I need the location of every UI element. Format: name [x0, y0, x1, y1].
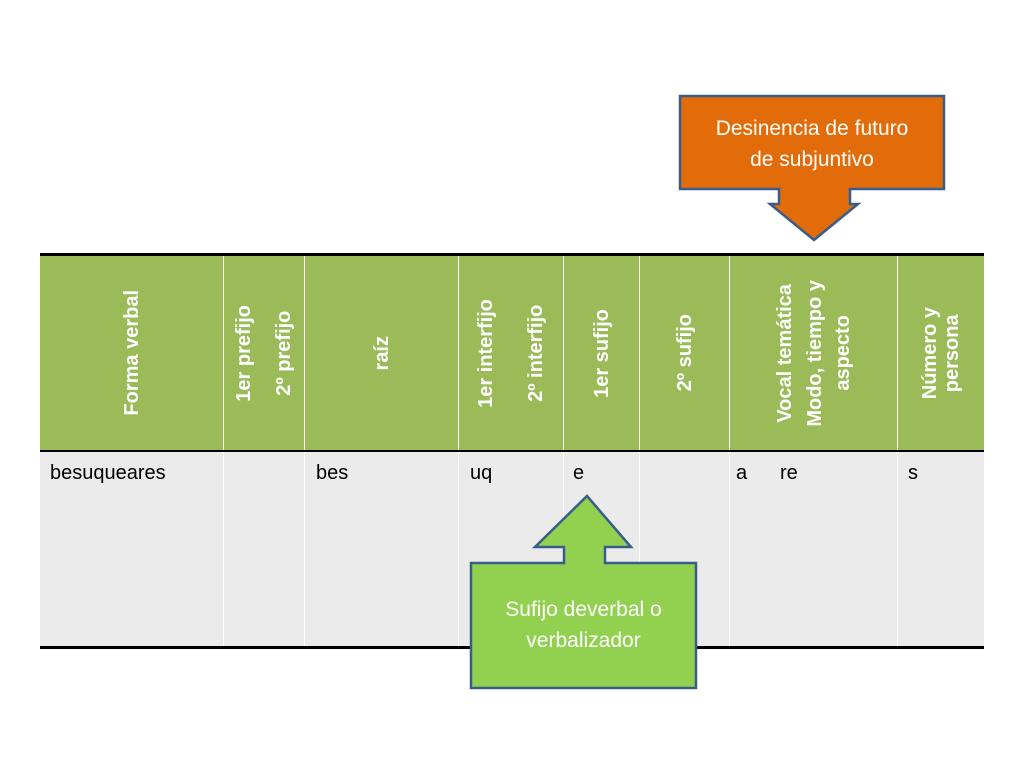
header-raiz: raíz: [305, 256, 458, 450]
header-forma-verbal-label: Forma verbal: [120, 290, 143, 416]
header-sufijo-1-label: 1er sufijo: [590, 308, 613, 398]
header-forma-verbal: Forma verbal: [40, 256, 223, 450]
header-vocal-tematica: Vocal temática: [773, 283, 796, 423]
callout-desinencia-line2: de subjuntivo: [750, 148, 874, 171]
header-vocal-modo: Vocal temática Modo, tiempo y aspecto: [730, 256, 897, 450]
callout-desinencia: Desinencia de futuro de subjuntivo: [678, 94, 948, 244]
header-interfijos-label: 1er interfijo 2º interfijo: [461, 299, 561, 408]
header-raiz-label: raíz: [370, 335, 393, 371]
value-numero: s: [908, 462, 918, 484]
value-vocal-tematica: a: [736, 462, 748, 484]
header-sufijo-1: 1er sufijo: [564, 256, 639, 450]
callout-sufijo-deverbal-line1: Sufijo deverbal o: [505, 598, 662, 621]
header-numero-line2: persona: [941, 314, 963, 392]
header-interfijo-2: 2º interfijo: [525, 304, 547, 402]
header-vocal-modo-label: Vocal temática Modo, tiempo y aspecto: [774, 280, 854, 427]
cell-raiz: bes: [305, 452, 458, 646]
value-raiz: bes: [316, 462, 349, 484]
table-header-rule: [40, 450, 984, 452]
header-sufijo-2-label: 2º sufijo: [673, 314, 696, 392]
callout-sufijo-deverbal-line2: verbalizador: [526, 629, 641, 652]
header-sufijo-2: 2º sufijo: [640, 256, 729, 450]
callout-desinencia-shape: [678, 94, 946, 242]
cell-numero-persona: s: [898, 452, 984, 646]
header-numero-persona: Número y persona: [898, 256, 984, 450]
table-top-rule: [40, 253, 984, 256]
header-numero-persona-label: Número y persona: [919, 307, 963, 399]
callout-sufijo-deverbal-text: Sufijo deverbal o verbalizador: [471, 594, 696, 656]
callout-sufijo-deverbal-shape: [469, 494, 698, 690]
value-forma-verbal: besuqueares: [50, 462, 166, 484]
header-interfijo-1: 1er interfijo: [475, 298, 497, 408]
value-interfijo: uq: [470, 462, 493, 484]
header-prefijos-label: 1er prefijo 2º prefijo: [224, 305, 304, 402]
value-sufijo-1: e: [573, 462, 585, 484]
callout-desinencia-line1: Desinencia de futuro: [715, 117, 909, 140]
header-interfijos: 1er interfijo 2º interfijo: [459, 256, 563, 450]
cell-forma-verbal: besuqueares: [40, 452, 223, 646]
cell-prefijos: [224, 452, 304, 646]
header-numero-line1: Número y: [919, 306, 941, 400]
cell-vocal-modo: a re: [730, 452, 897, 646]
callout-desinencia-text: Desinencia de futuro de subjuntivo: [680, 113, 944, 175]
header-modo-line1: Modo, tiempo y: [803, 279, 826, 427]
header-prefijo-2: 2º prefijo: [273, 310, 295, 396]
callout-sufijo-deverbal: Sufijo deverbal o verbalizador: [469, 493, 701, 691]
value-modo: re: [780, 462, 798, 484]
header-modo-line2: aspecto: [831, 315, 854, 391]
header-prefijos: 1er prefijo 2º prefijo: [224, 256, 304, 450]
header-prefijo-1: 1er prefijo: [233, 304, 255, 402]
